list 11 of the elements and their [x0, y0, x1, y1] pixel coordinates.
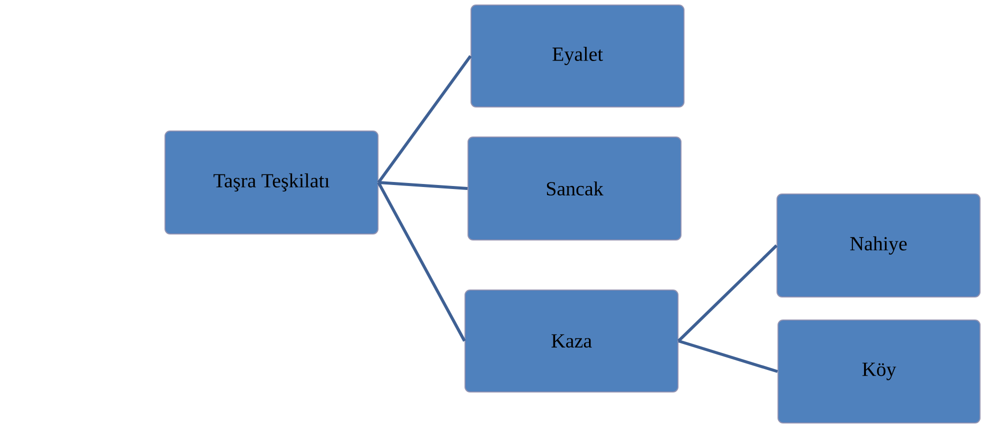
process-box: Sancak	[468, 136, 682, 240]
process-box: Kaza	[464, 290, 678, 392]
process-box: Nahiye	[776, 194, 981, 298]
connector-line	[678, 340, 778, 373]
process-box: Taşra Teşkilatı	[164, 130, 378, 234]
connector-line	[377, 55, 472, 184]
process-box: Köy	[778, 320, 981, 424]
process-box: Eyalet	[470, 4, 684, 108]
connector-line	[677, 244, 778, 342]
connector-line	[377, 182, 466, 342]
connector-line	[378, 181, 468, 190]
